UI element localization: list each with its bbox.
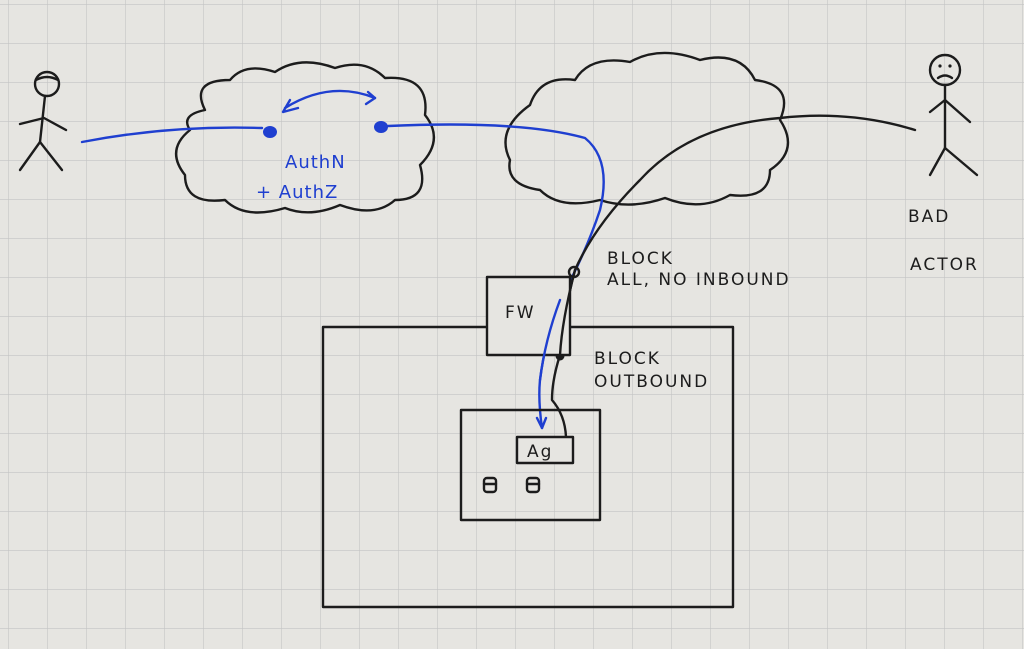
bad-actor-label-line2: ACTOR <box>910 255 979 275</box>
firewall-label: FW <box>505 303 536 323</box>
bad-actor-label-line1: BAD <box>908 207 950 227</box>
auth-cloud: AuthN + AuthZ <box>175 61 435 214</box>
bad-actor-stick-figure: BAD ACTOR <box>908 53 979 275</box>
authn-label: AuthN <box>285 152 346 173</box>
private-subnet-box <box>459 408 602 522</box>
block-outbound-label-line2: OUTBOUND <box>594 372 709 392</box>
block-outbound-label-line1: BLOCK <box>594 349 661 369</box>
endpoint-dot <box>374 121 388 133</box>
database-icon <box>482 476 498 494</box>
firewall-box <box>485 275 572 357</box>
internet-cloud <box>504 51 790 206</box>
agent-box <box>515 435 575 465</box>
authz-label: + AuthZ <box>256 182 338 203</box>
block-inbound-label-line1: BLOCK <box>607 249 674 269</box>
block-inbound-label-line2: ALL, NO INBOUND <box>607 270 791 290</box>
endpoint-dot <box>263 126 277 138</box>
database-icon <box>525 476 541 494</box>
user-stick-figure <box>18 70 68 172</box>
agent-label: Ag <box>527 442 553 462</box>
